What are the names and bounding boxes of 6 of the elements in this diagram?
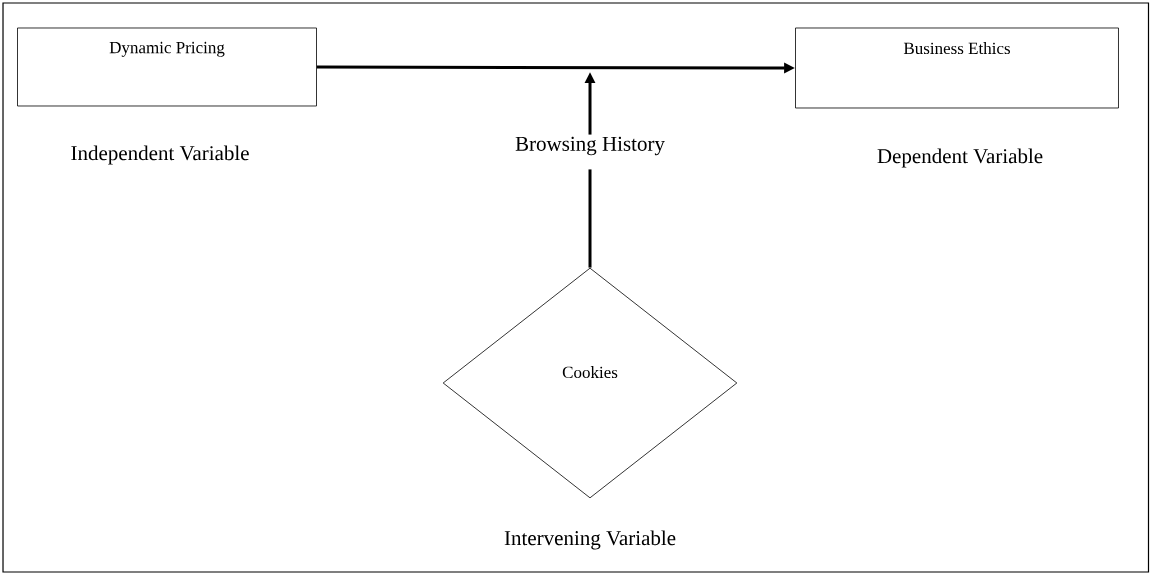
variable-box: Business Ethics (795, 27, 1119, 109)
variable-box: Dynamic Pricing (17, 27, 317, 107)
variable-label: Independent Variable (71, 145, 249, 165)
variable-text: Browsing History (515, 136, 665, 156)
variable-label: Intervening Variable (504, 530, 676, 550)
variable-label: Dependent Variable (877, 148, 1043, 168)
